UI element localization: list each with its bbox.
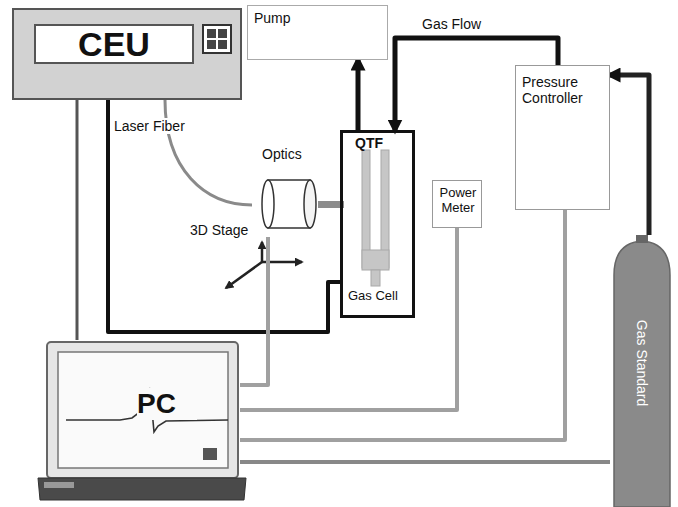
laptop — [38, 342, 246, 500]
part-label: 3D Stage — [190, 222, 248, 238]
connector — [76, 100, 79, 340]
fork-label: QTF — [355, 135, 395, 153]
optics: Optics — [252, 146, 324, 237]
connector — [240, 228, 457, 410]
optics-cylinder — [260, 174, 322, 234]
pump-box: Pump — [247, 5, 388, 60]
node-label: Optics — [262, 146, 322, 162]
node-label: Gas Cell — [348, 289, 412, 304]
connector — [240, 210, 565, 440]
controller-box: Pressure Controller — [515, 65, 610, 210]
keypad-icon — [202, 24, 232, 54]
node-label: Pressure Controller — [522, 74, 604, 106]
node-label: Power Meter — [436, 186, 480, 216]
gas-cell: Gas Cell QTF — [340, 130, 415, 318]
gas-cylinder: Gas Standard — [610, 235, 675, 507]
connector — [165, 100, 252, 205]
connector — [610, 75, 649, 235]
node-label: Pump — [254, 10, 374, 26]
tuning-fork — [362, 150, 389, 286]
controller-unit: CEU — [12, 8, 242, 100]
computer: PC — [45, 340, 240, 500]
node-label: Gas Standard — [634, 298, 650, 428]
node-label: QTF — [355, 135, 395, 151]
connector — [240, 460, 610, 464]
connector — [108, 100, 340, 332]
node-label: PC — [137, 388, 197, 420]
edge-label: Laser Fiber — [112, 118, 187, 134]
node-label: CEU — [34, 24, 194, 64]
edge-label: Gas Flow — [420, 16, 483, 32]
meter-box: Power Meter — [432, 180, 482, 228]
connector — [240, 237, 268, 385]
connector — [356, 60, 361, 130]
stage-axes — [226, 242, 302, 288]
